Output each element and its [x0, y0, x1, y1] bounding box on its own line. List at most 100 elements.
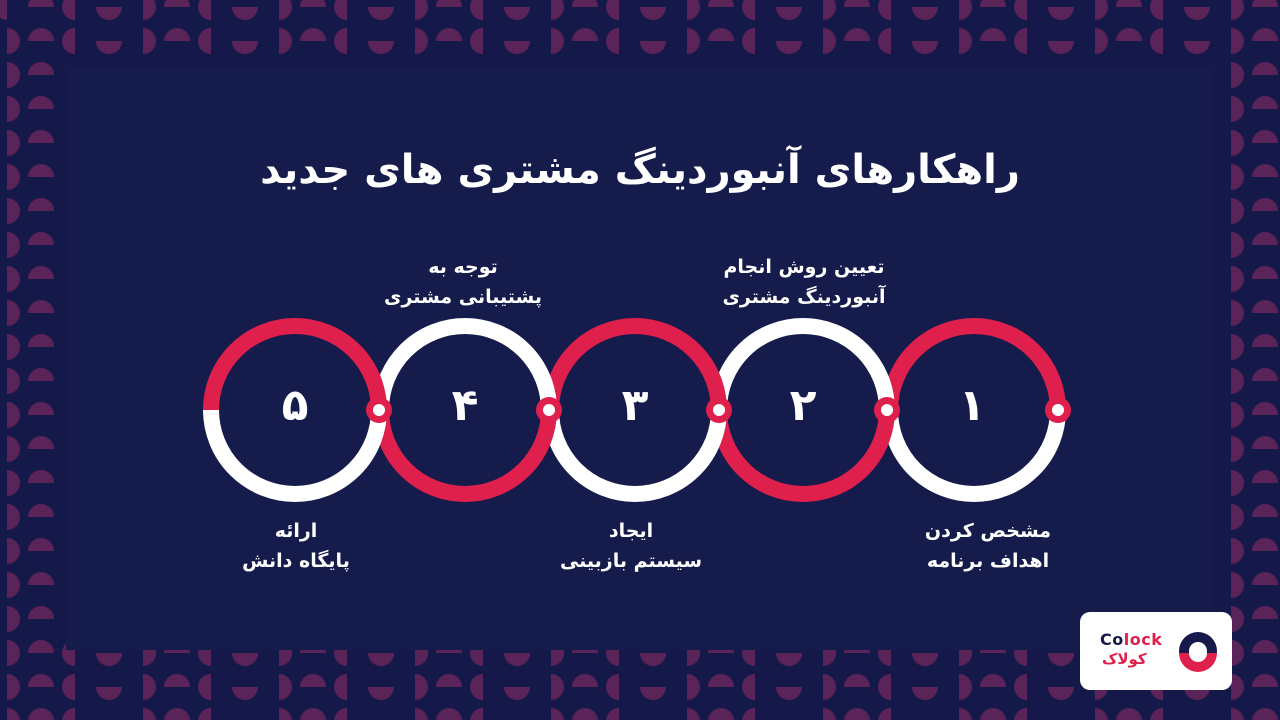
pattern-shape: [687, 0, 700, 20]
pattern-shape: [1252, 130, 1278, 143]
step-4-ring-top: [373, 318, 557, 411]
pattern-shape: [878, 28, 891, 54]
pattern-shape: [776, 41, 802, 54]
pattern-shape: [1014, 674, 1027, 700]
colock-logo-icon: [1179, 632, 1217, 672]
pattern-shape: [844, 0, 870, 7]
pattern-shape: [232, 687, 258, 700]
pattern-shape: [279, 28, 292, 54]
step-1-label: مشخص کردن اهداف برنامه: [868, 516, 1108, 576]
pattern-shape: [368, 687, 394, 700]
step-1-ring-top: [882, 318, 1066, 411]
pattern-shape: [823, 708, 836, 720]
pattern-shape: [28, 164, 54, 177]
pattern-shape: [1048, 653, 1074, 666]
pattern-shape: [7, 470, 20, 496]
pattern-shape: [823, 28, 836, 54]
pattern-shape: [606, 0, 619, 20]
pattern-shape: [1048, 687, 1074, 700]
pattern-shape: [1252, 266, 1278, 279]
pattern-shape: [1231, 266, 1244, 292]
pattern-shape: [912, 7, 938, 20]
pattern-shape: [1231, 606, 1244, 632]
pattern-shape: [1252, 538, 1278, 551]
pattern-shape: [7, 436, 20, 462]
pattern-shape: [415, 0, 428, 20]
pattern-shape: [606, 674, 619, 700]
step-1-label-line2: اهداف برنامه: [926, 550, 1050, 572]
pattern-shape: [1014, 708, 1027, 720]
pattern-shape: [232, 653, 258, 666]
pattern-shape: [62, 0, 75, 20]
pattern-shape: [28, 402, 54, 415]
pattern-shape: [198, 28, 211, 54]
pattern-shape: [959, 28, 972, 54]
pattern-shape: [742, 28, 755, 54]
pattern-shape: [1231, 708, 1244, 720]
pattern-shape: [844, 674, 870, 687]
pattern-shape: [1095, 28, 1108, 54]
pattern-shape: [7, 708, 20, 720]
pattern-shape: [143, 674, 156, 700]
pattern-shape: [551, 0, 564, 20]
pattern-shape: [742, 708, 755, 720]
step-4-label: توجه به پشتیبانی مشتری: [343, 252, 583, 312]
pattern-shape: [96, 687, 122, 700]
pattern-shape: [143, 708, 156, 720]
pattern-shape: [708, 708, 734, 720]
pattern-shape: [572, 28, 598, 41]
brand-logo: Colock کولاک: [1080, 612, 1232, 690]
pattern-shape: [959, 674, 972, 700]
pattern-shape: [687, 28, 700, 54]
pattern-shape: [912, 41, 938, 54]
pattern-shape: [1252, 334, 1278, 347]
pattern-shape: [198, 708, 211, 720]
pattern-shape: [279, 0, 292, 20]
step-3-ring-top: [543, 318, 727, 411]
pattern-shape: [164, 708, 190, 720]
pattern-shape: [1252, 0, 1278, 7]
pattern-shape: [415, 28, 428, 54]
pattern-shape: [28, 606, 54, 619]
pattern-shape: [640, 653, 666, 666]
pattern-shape: [7, 232, 20, 258]
pattern-shape: [28, 436, 54, 449]
pattern-shape: [1252, 164, 1278, 177]
pattern-shape: [1231, 572, 1244, 598]
pattern-shape: [1116, 0, 1142, 7]
pattern-shape: [776, 7, 802, 20]
content-panel: [66, 68, 1214, 650]
pattern-shape: [1231, 164, 1244, 190]
pattern-shape: [1252, 708, 1278, 720]
pattern-shape: [1252, 198, 1278, 211]
pattern-shape: [1116, 708, 1142, 720]
pattern-shape: [1184, 7, 1210, 20]
pattern-shape: [470, 708, 483, 720]
pattern-shape: [1252, 640, 1278, 653]
pattern-shape: [823, 0, 836, 20]
pattern-shape: [198, 674, 211, 700]
pattern-shape: [279, 674, 292, 700]
pattern-shape: [28, 504, 54, 517]
pattern-shape: [28, 130, 54, 143]
pattern-shape: [912, 653, 938, 666]
step-5-label-line1: ارائه: [274, 520, 318, 542]
pattern-shape: [1048, 41, 1074, 54]
pattern-shape: [1231, 334, 1244, 360]
step-4-number: ۴: [451, 380, 479, 431]
pattern-shape: [1252, 368, 1278, 381]
pattern-shape: [7, 572, 20, 598]
pattern-shape: [980, 708, 1006, 720]
pattern-shape: [1231, 640, 1244, 666]
step-5-ring-bottom: [203, 409, 387, 502]
step-2-ring-top: [711, 318, 895, 411]
pattern-shape: [1231, 470, 1244, 496]
pattern-shape: [28, 640, 54, 653]
pattern-shape: [96, 7, 122, 20]
pattern-shape: [504, 687, 530, 700]
step-1-number: ۱: [958, 380, 986, 431]
pattern-shape: [279, 708, 292, 720]
step-3-number: ۳: [621, 380, 649, 431]
